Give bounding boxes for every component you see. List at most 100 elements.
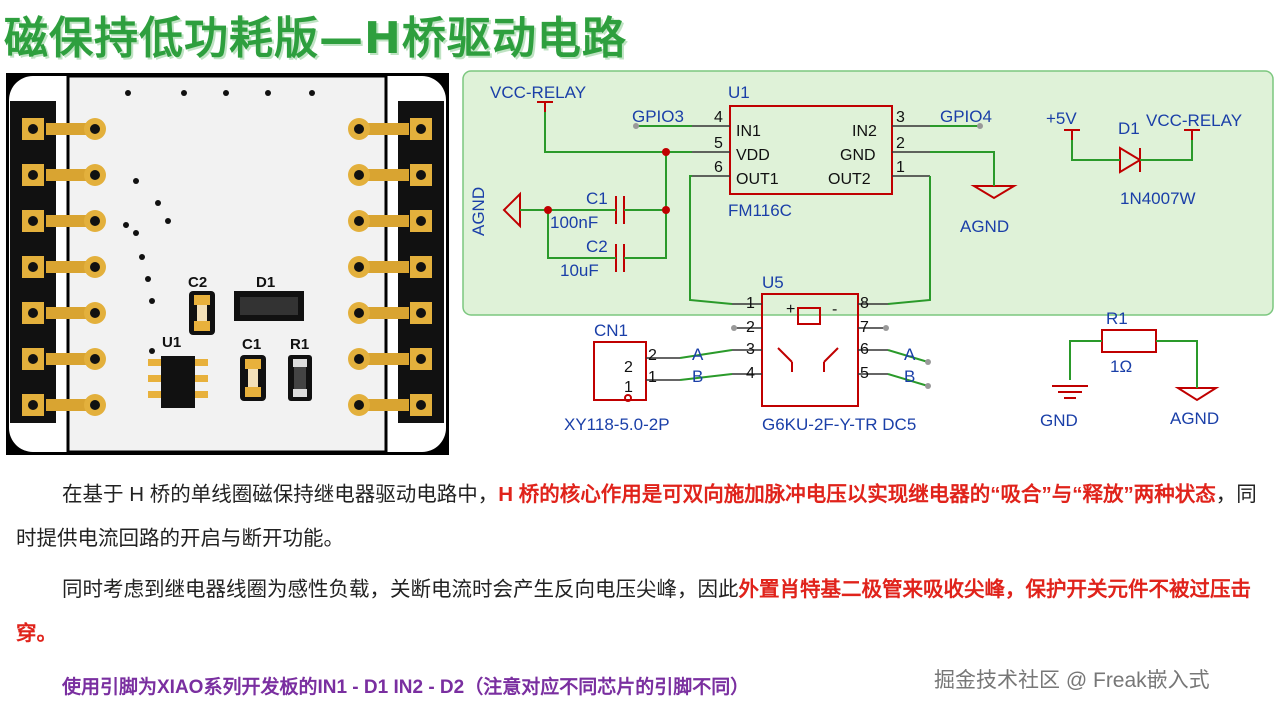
pcb-pad-hole xyxy=(416,124,426,134)
net-agnd-right: AGND xyxy=(1170,409,1219,428)
u5-ref: U5 xyxy=(762,273,784,292)
u1-pin-out2: OUT2 xyxy=(828,171,871,188)
pcb-pad-hole xyxy=(354,308,364,318)
u1-pin-num-5: 5 xyxy=(714,135,723,152)
u1-ref: U1 xyxy=(728,83,750,102)
u1-pin-num-1: 1 xyxy=(896,159,905,176)
u1-pin-num-2: 2 xyxy=(896,135,905,152)
pcb-pad-hole xyxy=(416,400,426,410)
pcb-pad-hole xyxy=(354,124,364,134)
net-gpio3: GPIO3 xyxy=(632,107,684,126)
c1-ref: C1 xyxy=(586,189,608,208)
pcb-label-u1: U1 xyxy=(162,334,181,351)
net-gpio4: GPIO4 xyxy=(940,107,992,126)
pcb-pad-hole xyxy=(354,262,364,272)
cn1-pin-num-1: 1 xyxy=(648,369,657,386)
cn1-ref: CN1 xyxy=(594,321,628,340)
pcb-pad-hole xyxy=(90,262,100,272)
u5-pin-5: 5 xyxy=(860,365,869,382)
pcb-pad-hole xyxy=(28,354,38,364)
u5-plus: + xyxy=(786,301,795,318)
pcb-trace xyxy=(359,353,409,365)
cn1-net-a: A xyxy=(692,345,704,364)
watermark: 掘金技术社区 @ Freak嵌入式 xyxy=(934,669,1210,692)
schematic-diagram: VCC-RELAY U1 FM116C GPIO3 GPIO4 AGND AGN… xyxy=(462,70,1274,434)
pcb-pad-hole xyxy=(416,354,426,364)
pcb-trace xyxy=(359,261,409,273)
paragraph-h-bridge-role: 在基于 H 桥的单线圈磁保持继电器驱动电路中，H 桥的核心作用是可双向施加脉冲电… xyxy=(16,473,1266,561)
pcb-pad-hole xyxy=(28,216,38,226)
u1-pin-in2: IN2 xyxy=(852,123,877,140)
c2-ref: C2 xyxy=(586,237,608,256)
u1-pin-num-4: 4 xyxy=(714,109,723,126)
pcb-label-r1: R1 xyxy=(290,336,309,353)
pcb-layout-image: C2 D1 U1 C1 R1 xyxy=(6,73,449,455)
pcb-trace xyxy=(359,399,409,411)
pcb-pad-hole xyxy=(416,308,426,318)
para2-normal: 同时考虑到继电器线圈为感性负载，关断电流时会产生反向电压尖峰，因此 xyxy=(62,578,739,601)
net-gnd: GND xyxy=(1040,411,1078,430)
pin-usage-note: 使用引脚为XIAO系列开发板的IN1 - D1 IN2 - D2（注意对应不同芯… xyxy=(62,677,750,698)
pcb-label-c1: C1 xyxy=(242,336,261,353)
u1-pin-num-6: 6 xyxy=(714,159,723,176)
pcb-pad-hole xyxy=(416,262,426,272)
d1-part: 1N4007W xyxy=(1120,189,1196,208)
pcb-pad-hole xyxy=(354,170,364,180)
pcb-pad-hole xyxy=(28,400,38,410)
u5-pin-3: 3 xyxy=(746,341,755,358)
pcb-pad-hole xyxy=(354,400,364,410)
cn1-pin-2: 2 xyxy=(624,359,633,376)
pcb-trace xyxy=(359,307,409,319)
r1-value: 1Ω xyxy=(1110,357,1132,376)
pcb-pad-hole xyxy=(90,216,100,226)
u1-part: FM116C xyxy=(728,201,792,220)
net-plus5v: +5V xyxy=(1046,109,1077,128)
pcb-trace xyxy=(46,215,96,227)
net-vcc-relay-left: VCC-RELAY xyxy=(490,83,586,102)
u1-pin-gnd: GND xyxy=(840,147,876,164)
c2-value: 10uF xyxy=(560,261,599,280)
relay-net-b: B xyxy=(904,367,915,386)
pcb-pad-hole xyxy=(28,308,38,318)
relay-net-a: A xyxy=(904,345,916,364)
net-agnd-mid: AGND xyxy=(960,217,1009,236)
pcb-pad-hole xyxy=(354,216,364,226)
page-title: 磁保持低功耗版—H桥驱动电路 xyxy=(4,13,627,64)
u1-pin-in1: IN1 xyxy=(736,123,761,140)
u5-pin-8: 8 xyxy=(860,295,869,312)
pcb-pad-hole xyxy=(90,170,100,180)
pcb-pad-hole xyxy=(90,308,100,318)
cn1-part: XY118-5.0-2P xyxy=(564,415,670,434)
u5-pin-1: 1 xyxy=(746,295,755,312)
paragraph-diode-protection: 同时考虑到继电器线圈为感性负载，关断电流时会产生反向电压尖峰，因此外置肖特基二极… xyxy=(16,568,1266,656)
net-agnd-left: AGND xyxy=(469,187,488,236)
pcb-pad-hole xyxy=(354,354,364,364)
pcb-trace xyxy=(46,123,96,135)
pcb-trace xyxy=(46,399,96,411)
pcb-trace xyxy=(359,215,409,227)
pcb-pad-hole xyxy=(416,170,426,180)
d1-ref: D1 xyxy=(1118,119,1140,138)
pcb-pad-hole xyxy=(28,170,38,180)
r1-ref: R1 xyxy=(1106,309,1128,328)
para1-normal: 在基于 H 桥的单线圈磁保持继电器驱动电路中， xyxy=(62,483,499,506)
u5-pin-6: 6 xyxy=(860,341,869,358)
pcb-pad-hole xyxy=(90,400,100,410)
pcb-trace xyxy=(46,353,96,365)
c1-value: 100nF xyxy=(550,213,598,232)
para2-highlight: 外置肖特基二极管来吸收尖峰，保护开关元件不被过压击穿。 xyxy=(16,578,1251,645)
u1-pin-num-3: 3 xyxy=(896,109,905,126)
pcb-trace xyxy=(359,169,409,181)
pcb-pad-hole xyxy=(90,124,100,134)
u5-part: G6KU-2F-Y-TR DC5 xyxy=(762,415,916,434)
pcb-label-c2: C2 xyxy=(188,274,207,291)
cn1-pin-num-2: 2 xyxy=(648,347,657,364)
u5-pin-7: 7 xyxy=(860,319,869,336)
cn1-pin-1: 1 xyxy=(624,379,633,396)
cn1-net-b: B xyxy=(692,367,703,386)
para1-highlight: H 桥的核心作用是可双向施加脉冲电压以实现继电器的“吸合”与“释放”两种状态 xyxy=(498,483,1216,506)
pcb-pad-hole xyxy=(90,354,100,364)
pcb-trace xyxy=(46,307,96,319)
net-vcc-relay-right: VCC-RELAY xyxy=(1146,111,1242,130)
pcb-trace xyxy=(46,169,96,181)
